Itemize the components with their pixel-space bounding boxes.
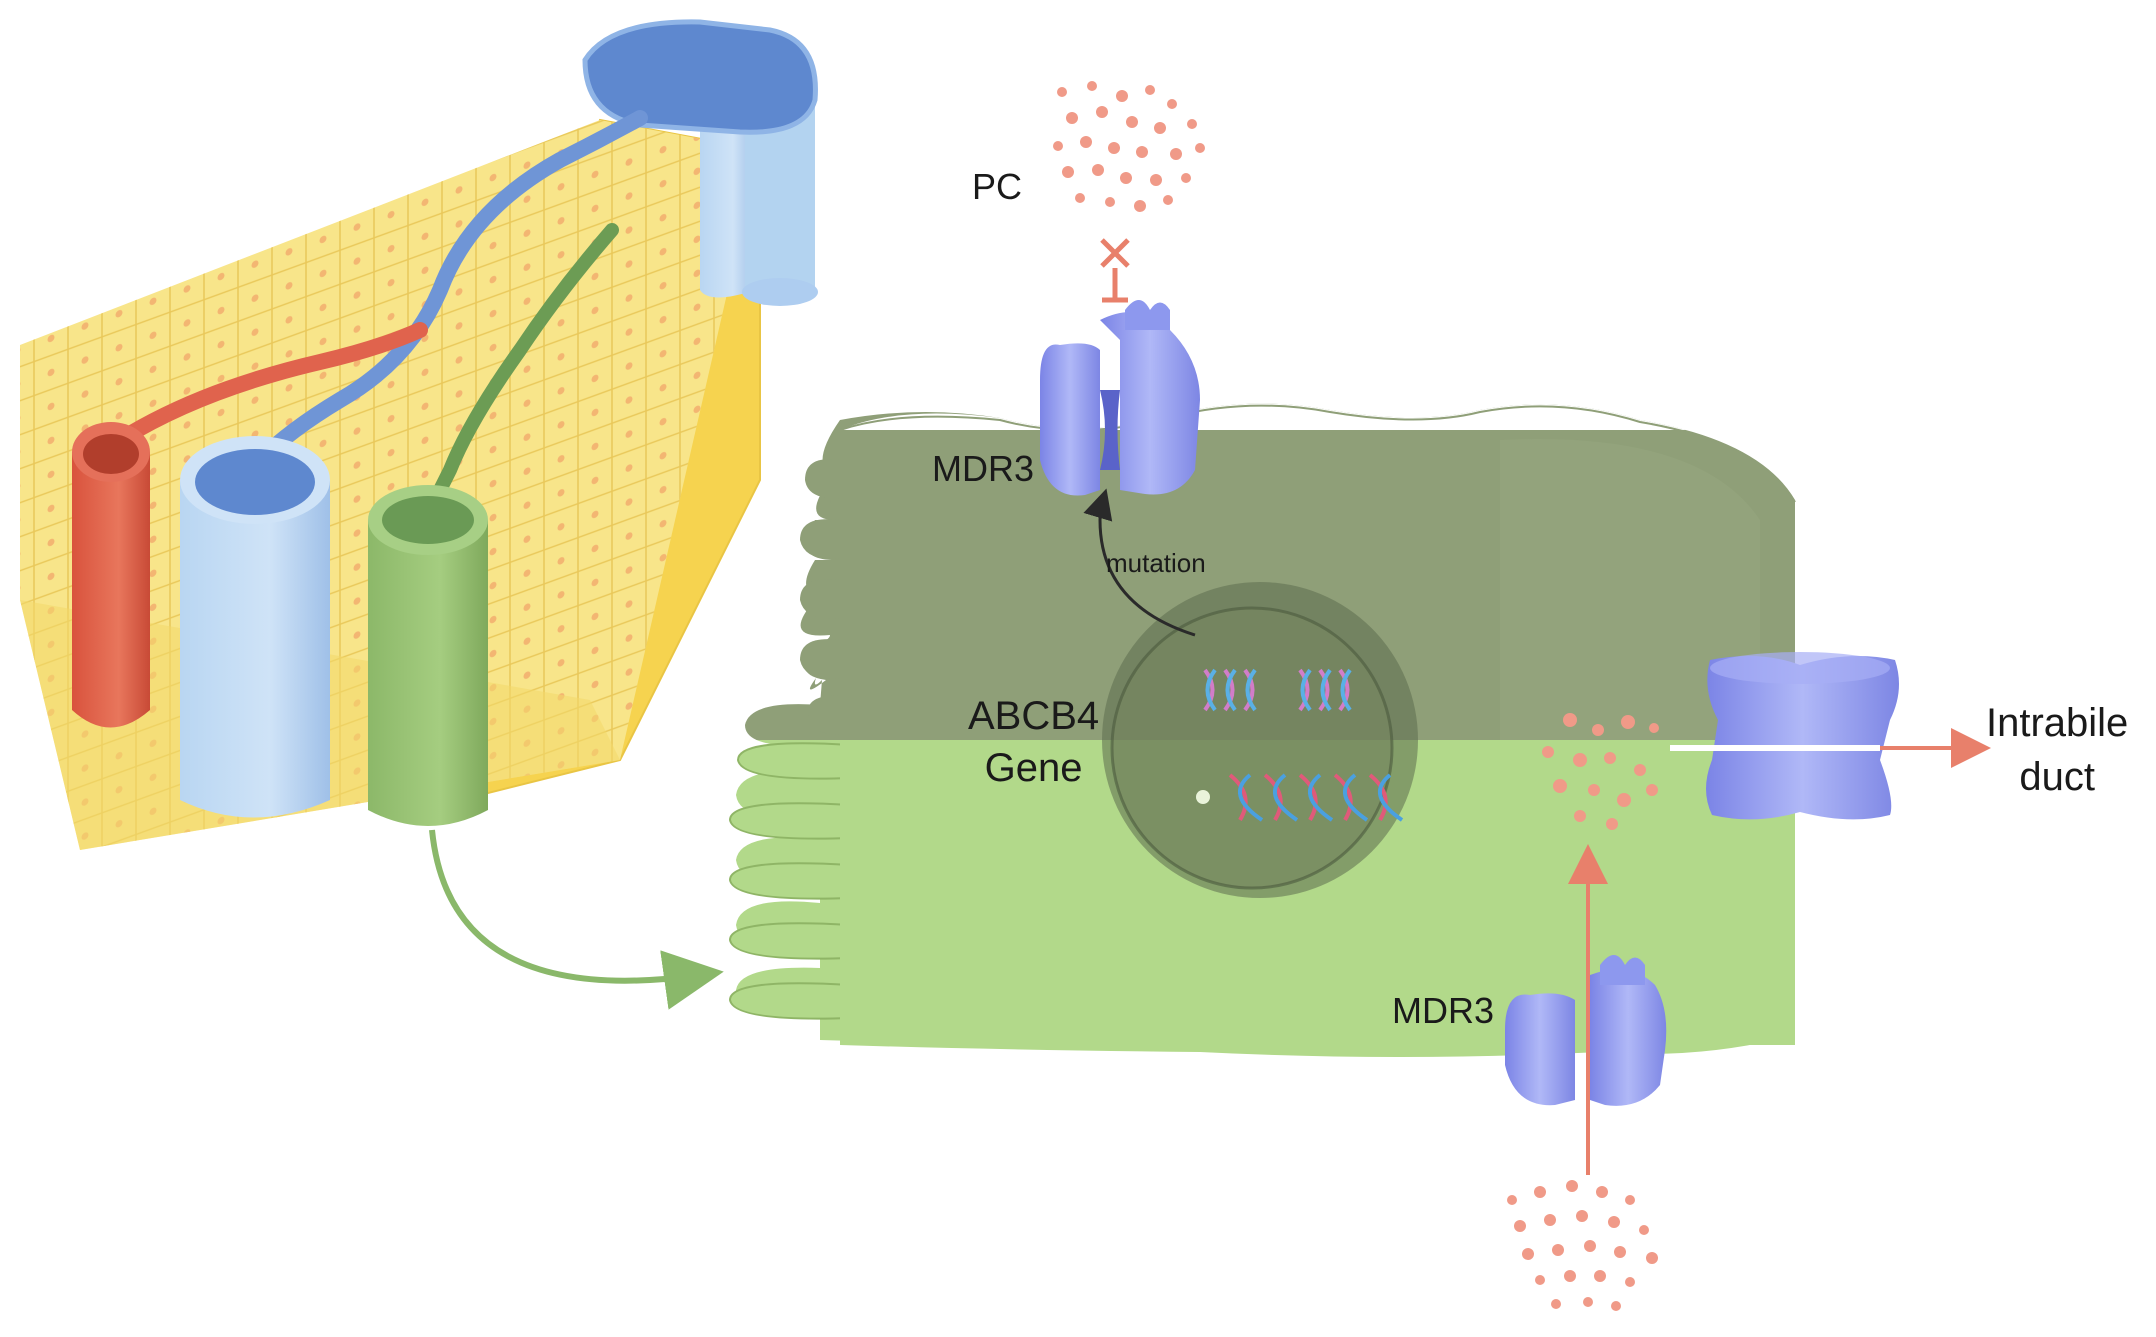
mdr3-transporter-icon [1040,300,1200,496]
duct-label-line2: duct [2019,755,2095,799]
pc-particles-top [1053,81,1205,212]
microvilli-lower [728,742,851,1020]
portal-vein-tube-icon [368,485,488,826]
pc-particles-inner [1542,713,1659,830]
mutation-arrow [1083,488,1196,637]
block-x-icon [1100,238,1130,303]
mdr3-bottom-label: MDR3 [1392,990,1495,1031]
mdr3-transporter-icon [1505,955,1667,1106]
mutation-label: mutation [1106,548,1206,578]
gene-label-line2: Gene [984,746,1083,790]
gene-label-line1: ABCB4 [968,694,1100,738]
intrabile-duct-label: Intrabile duct [1986,696,2128,804]
pc-label: PC [972,166,1023,207]
pc-particles-bottom [1507,1180,1658,1311]
hepatic-artery-icon [72,422,150,728]
bile-duct-tube-icon [180,436,330,818]
nucleus [1102,582,1418,898]
mdr3-top-label: MDR3 [932,448,1035,489]
central-vein-icon [582,19,818,306]
duct-label-line1: Intrabile [1986,701,2129,745]
zoom-arrow [429,829,724,1010]
bile-channel-icon [1706,652,1899,820]
abcb4-gene-label: ABCB4 Gene [968,690,1099,794]
liver-lobule-icon [20,19,818,850]
dna-icon [1203,668,1404,822]
